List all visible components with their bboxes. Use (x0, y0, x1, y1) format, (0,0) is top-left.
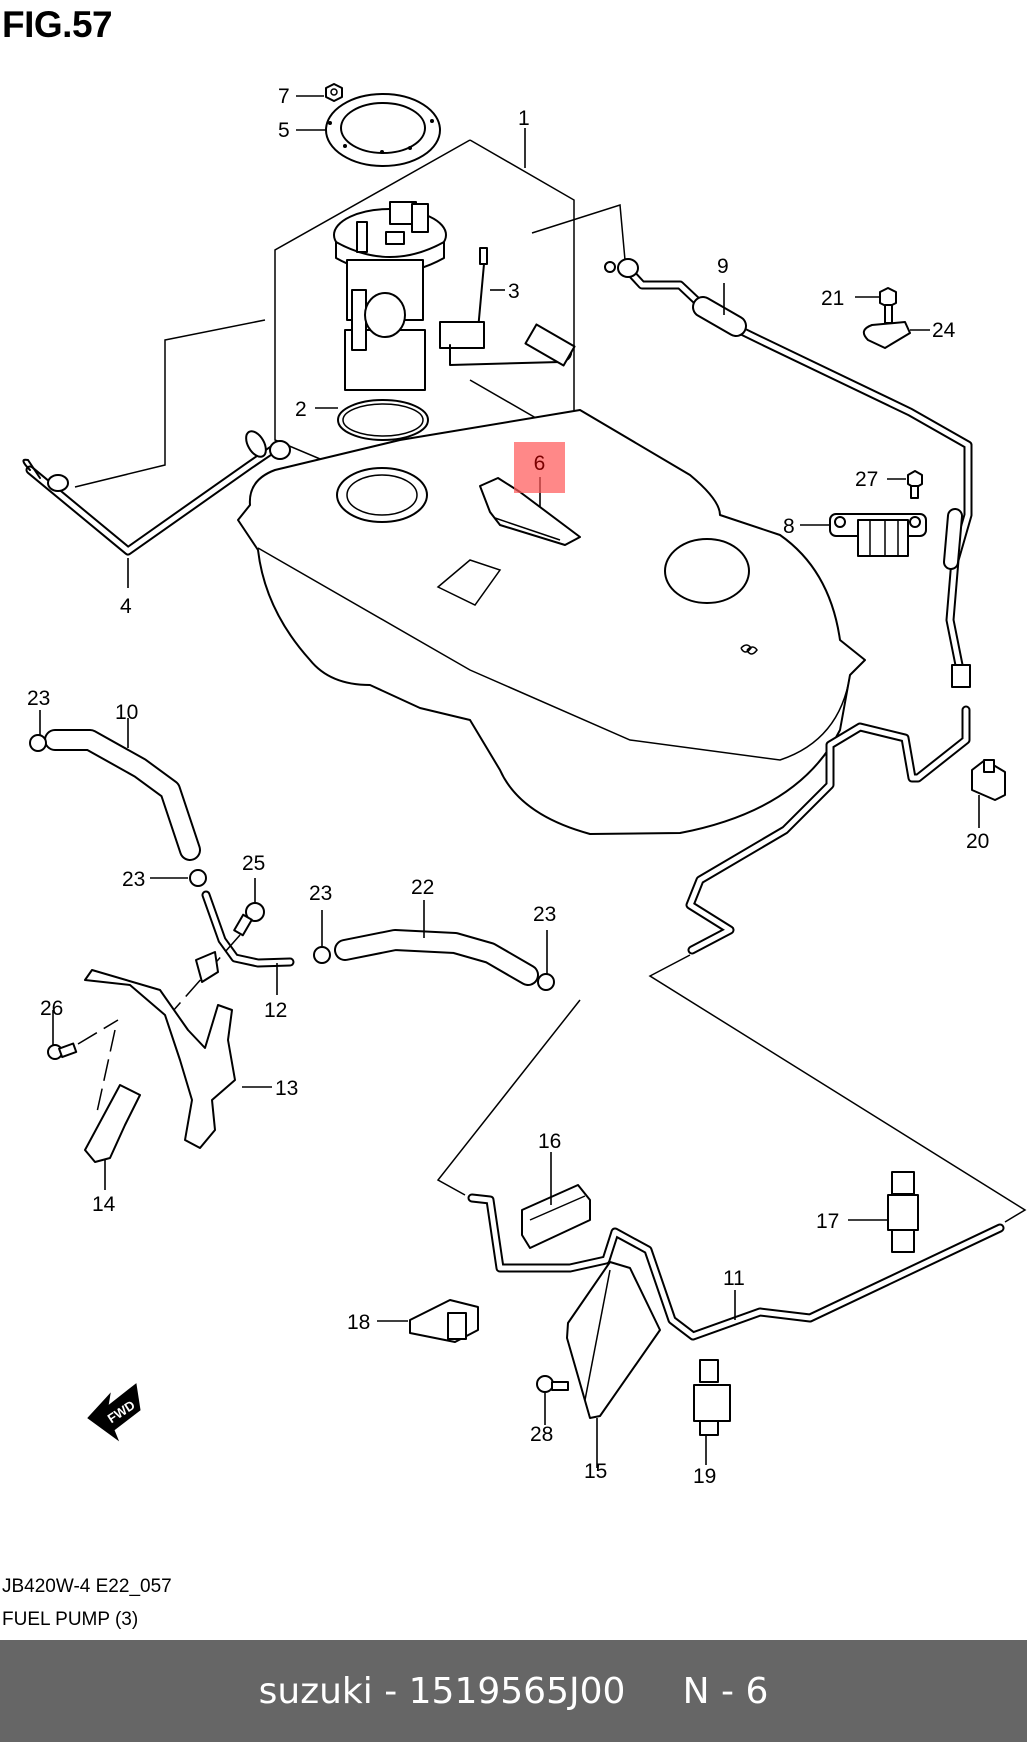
callout-14[interactable]: 14 (92, 1193, 116, 1216)
part-26-bolt[interactable] (47, 1010, 119, 1060)
callout-8[interactable]: 8 (783, 515, 795, 538)
callout-7[interactable]: 7 (278, 85, 290, 108)
callout-5[interactable]: 5 (278, 119, 290, 142)
part-14-bracket[interactable] (84, 1029, 141, 1190)
callout-13[interactable]: 13 (275, 1077, 298, 1100)
part-10-hose[interactable] (44, 718, 201, 861)
part-16-clamp[interactable] (521, 1152, 591, 1249)
callout-22[interactable]: 22 (411, 876, 434, 899)
callout-23-mid[interactable]: 23 (122, 868, 145, 891)
part-15-protector[interactable] (566, 1261, 661, 1468)
callout-24[interactable]: 24 (932, 319, 956, 342)
callout-19[interactable]: 19 (693, 1465, 716, 1488)
footer-bar: suzuki - 1519565J00 N - 6 (0, 1640, 1027, 1742)
part-7-nut[interactable] (325, 83, 343, 102)
callout-23-right[interactable]: 23 (533, 903, 556, 926)
part-9-fuel-hose[interactable] (531, 204, 973, 688)
part-23-hose-clamp[interactable] (29, 710, 555, 991)
part-25-bolt[interactable] (164, 878, 265, 1021)
part-3-fuel-level-gauge[interactable] (439, 247, 576, 367)
footer-ref-number: 6 (745, 1670, 769, 1712)
callout-1[interactable]: 1 (518, 107, 530, 130)
footer-brand: suzuki (258, 1670, 373, 1712)
callout-12[interactable]: 12 (264, 999, 287, 1022)
part-22-hose[interactable] (334, 900, 539, 986)
callout-2[interactable]: 2 (295, 398, 307, 421)
part-20-clip[interactable] (971, 759, 1006, 828)
fuel-tank (237, 409, 866, 835)
footer-ref-separator: - (709, 1670, 746, 1712)
callout-15[interactable]: 15 (584, 1460, 607, 1483)
figure-code: JB420W-4 E22_057 (2, 1576, 172, 1597)
part-19-clamp[interactable] (693, 1359, 731, 1465)
callout-28[interactable]: 28 (530, 1423, 553, 1446)
callout-17[interactable]: 17 (816, 1210, 839, 1233)
figure-title: FIG.57 (2, 4, 113, 45)
callout-25[interactable]: 25 (242, 852, 265, 875)
callout-18[interactable]: 18 (347, 1311, 370, 1334)
callout-6-highlighted[interactable]: 6 (533, 452, 546, 475)
callout-16[interactable]: 16 (538, 1130, 561, 1153)
callout-10[interactable]: 10 (115, 701, 138, 724)
footer-part-number: 1519565J00 (408, 1670, 626, 1712)
callout-11[interactable]: 11 (723, 1267, 745, 1290)
callout-21[interactable]: 21 (821, 287, 844, 310)
callout-4[interactable]: 4 (120, 595, 132, 618)
part-17-clamp[interactable] (848, 1171, 919, 1253)
footer-gap (625, 1671, 682, 1712)
part-5-lock-ring[interactable] (325, 93, 441, 167)
callout-9[interactable]: 9 (717, 255, 729, 278)
callout-26[interactable]: 26 (40, 997, 63, 1020)
callout-27[interactable]: 27 (855, 468, 878, 491)
part-21-bolt[interactable] (855, 287, 897, 324)
forward-direction-arrow-icon: FWD (87, 1383, 141, 1442)
part-8-protector[interactable] (800, 513, 927, 557)
callout-23-top-left[interactable]: 23 (27, 687, 50, 710)
part-27-bolt[interactable] (887, 470, 923, 499)
exploded-parts-diagram: FWD 7 5 1 3 2 4 9 21 24 27 8 20 23 10 23… (22, 83, 1027, 1488)
footer-separator: - (372, 1670, 409, 1712)
part-11-fuel-pipe[interactable] (436, 705, 1027, 1341)
callout-3[interactable]: 3 (508, 280, 520, 303)
part-2-gasket[interactable] (315, 399, 429, 441)
part-4-fuel-pipe[interactable] (22, 319, 291, 588)
footer-ref-prefix: N (682, 1670, 710, 1712)
part-28-bolt[interactable] (536, 1375, 569, 1425)
figure-name: FUEL PUMP (3) (2, 1609, 139, 1630)
part-12-pipe[interactable] (201, 890, 295, 995)
part-24-clamp[interactable] (862, 321, 930, 349)
callout-20[interactable]: 20 (966, 830, 989, 853)
highlighted-part-marker[interactable] (514, 442, 565, 493)
part-18-connector-clip[interactable] (377, 1299, 479, 1343)
callout-23-center[interactable]: 23 (309, 882, 332, 905)
part-13-bracket[interactable] (84, 951, 272, 1149)
part-1-fuel-pump[interactable] (333, 201, 447, 391)
